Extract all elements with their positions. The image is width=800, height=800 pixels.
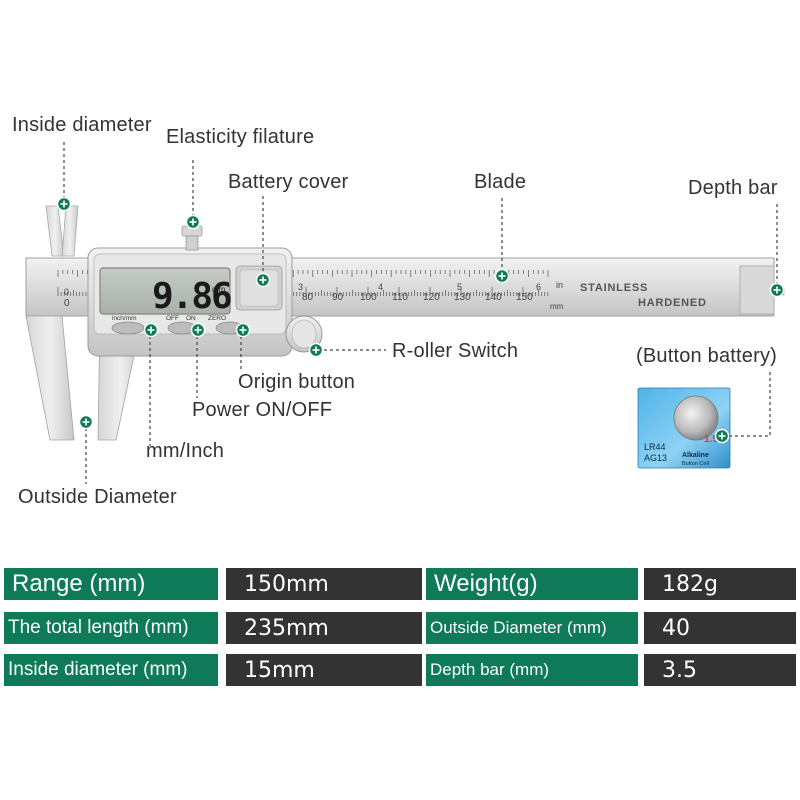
spec-label: Outside Diameter (mm) [426, 612, 638, 644]
button-label-off: OFF [166, 315, 179, 322]
display-reading: 9.86 [152, 276, 231, 317]
callout-origin-button: Origin button [238, 371, 356, 393]
callout-marker-icon [494, 268, 510, 284]
scale-number: 150 [516, 292, 533, 303]
callout-roller-switch: R-oller Switch [392, 340, 519, 362]
callout-outside-diameter: Outside Diameter [18, 486, 177, 508]
display-unit: mm [212, 285, 226, 294]
scale-number: 80 [302, 292, 314, 303]
spec-value: 3.5 [644, 654, 796, 686]
engraving-hardened: HARDENED [638, 297, 707, 309]
roller-wheel [285, 315, 323, 353]
fixed-outside-jaw [25, 315, 75, 441]
scale-number: 0 [64, 298, 70, 309]
scale-number: 3 [298, 282, 303, 292]
callout-marker-icon [255, 272, 271, 288]
spec-value: 182g [644, 568, 796, 600]
unit-mm-label: mm [550, 302, 564, 311]
spec-row: Range (mm) 150mm Weight(g) 182g [4, 568, 796, 600]
scale-number: 0 [64, 287, 69, 297]
callout-battery-cover: Battery cover [228, 171, 349, 193]
caliper-buttons [111, 321, 245, 335]
elasticity-filature-knob [181, 225, 203, 251]
callout-button-battery: (Button battery) [636, 345, 778, 367]
callout-marker-icon [235, 322, 251, 338]
spec-label: Inside diameter (mm) [4, 654, 218, 686]
callout-mm-inch: mm/Inch [146, 440, 225, 462]
callout-marker-icon [190, 322, 206, 338]
unit-in-label: in [556, 280, 563, 290]
spec-value: 150mm [226, 568, 422, 600]
callout-markers [56, 196, 785, 444]
callout-elasticity-filature: Elasticity filature [166, 126, 315, 148]
scale-number: 90 [332, 292, 344, 303]
spec-label: The total length (mm) [4, 612, 218, 644]
button-label-on: ON [186, 315, 196, 322]
callout-power-on-off: Power ON/OFF [192, 399, 333, 421]
spec-label: Range (mm) [4, 568, 218, 600]
engraving-stainless: STAINLESS [580, 282, 648, 294]
button-battery-pack: 1.5V LR44 AG13 Alkaline Button Cell [637, 387, 731, 469]
spec-value: 235mm [226, 612, 422, 644]
battery-model-1: LR44 [644, 442, 666, 452]
spec-row: The total length (mm) 235mm Outside Diam… [4, 612, 796, 644]
battery-model-2: AG13 [644, 453, 667, 463]
spec-value: 15mm [226, 654, 422, 686]
spec-label: Weight(g) [426, 568, 638, 600]
callout-blade: Blade [474, 171, 527, 193]
inside-jaws [45, 205, 79, 257]
scale-number: 110 [392, 292, 408, 303]
scale-number: 4 [378, 282, 383, 292]
scale-number: 5 [457, 282, 462, 292]
callout-marker-icon [308, 342, 324, 358]
inch-mm-button[interactable] [111, 321, 145, 335]
callout-marker-icon [185, 214, 201, 230]
scale-number: 130 [454, 292, 471, 303]
callout-depth-bar: Depth bar [688, 177, 778, 199]
battery-cover [235, 265, 283, 311]
lcd-display: 9.86 mm [99, 267, 233, 317]
battery-type-2: Button Cell [682, 461, 709, 467]
battery-type-1: Alkaline [682, 452, 709, 459]
battery-coin [673, 395, 719, 441]
callout-marker-icon [714, 428, 730, 444]
callout-marker-icon [769, 282, 785, 298]
scale-number: 140 [485, 292, 502, 303]
callout-marker-icon [78, 414, 94, 430]
button-label-inch-mm: inch/mm [112, 315, 137, 322]
scale-number: 6 [536, 282, 541, 292]
callout-inside-diameter: Inside diameter [12, 114, 152, 136]
callout-marker-icon [143, 322, 159, 338]
callout-marker-icon [56, 196, 72, 212]
caliper-diagram: 0 1 3 4 5 6 in 0 80 90 100 110 120 130 1… [25, 142, 785, 484]
spec-label: Depth bar (mm) [426, 654, 638, 686]
spec-value: 40 [644, 612, 796, 644]
scale-number: 100 [360, 292, 377, 303]
spec-row: Inside diameter (mm) 15mm Depth bar (mm)… [4, 654, 796, 686]
scale-number: 120 [423, 292, 440, 303]
button-label-zero: ZERO [208, 315, 226, 322]
battery-voltage: 1.5V [704, 434, 725, 445]
